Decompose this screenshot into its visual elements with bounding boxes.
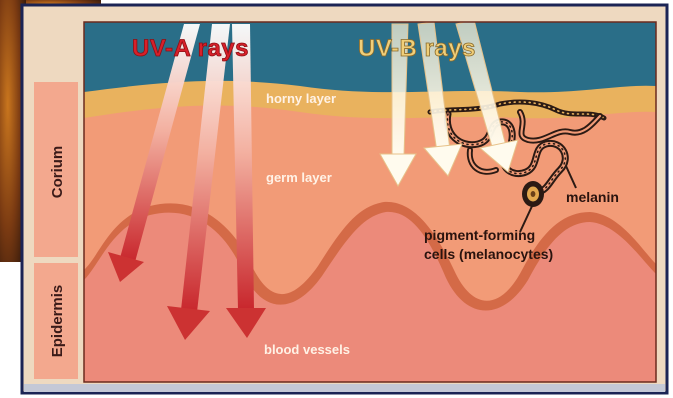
melanocyte-cell [522,181,544,207]
dermis-layer [84,212,656,382]
horny-layer-label: horny layer [266,91,336,106]
bottom-shadow [24,384,665,392]
side-label-corium: Corium [34,82,78,257]
epidermis-label: Epidermis [49,285,66,358]
melanin-label: melanin [566,189,619,205]
blood-vessels-label: blood vessels [264,342,350,357]
uvb-title: UV-B rays [358,35,476,62]
corium-label: Corium [49,146,66,199]
pigment-cells-label-line1: pigment-forming [424,227,535,243]
uva-title: UV-A rays [132,35,249,62]
germ-layer-label: germ layer [266,170,332,185]
side-label-epidermis: Epidermis [34,263,78,379]
pigment-cells-label-line2: cells (melanocytes) [424,246,553,262]
